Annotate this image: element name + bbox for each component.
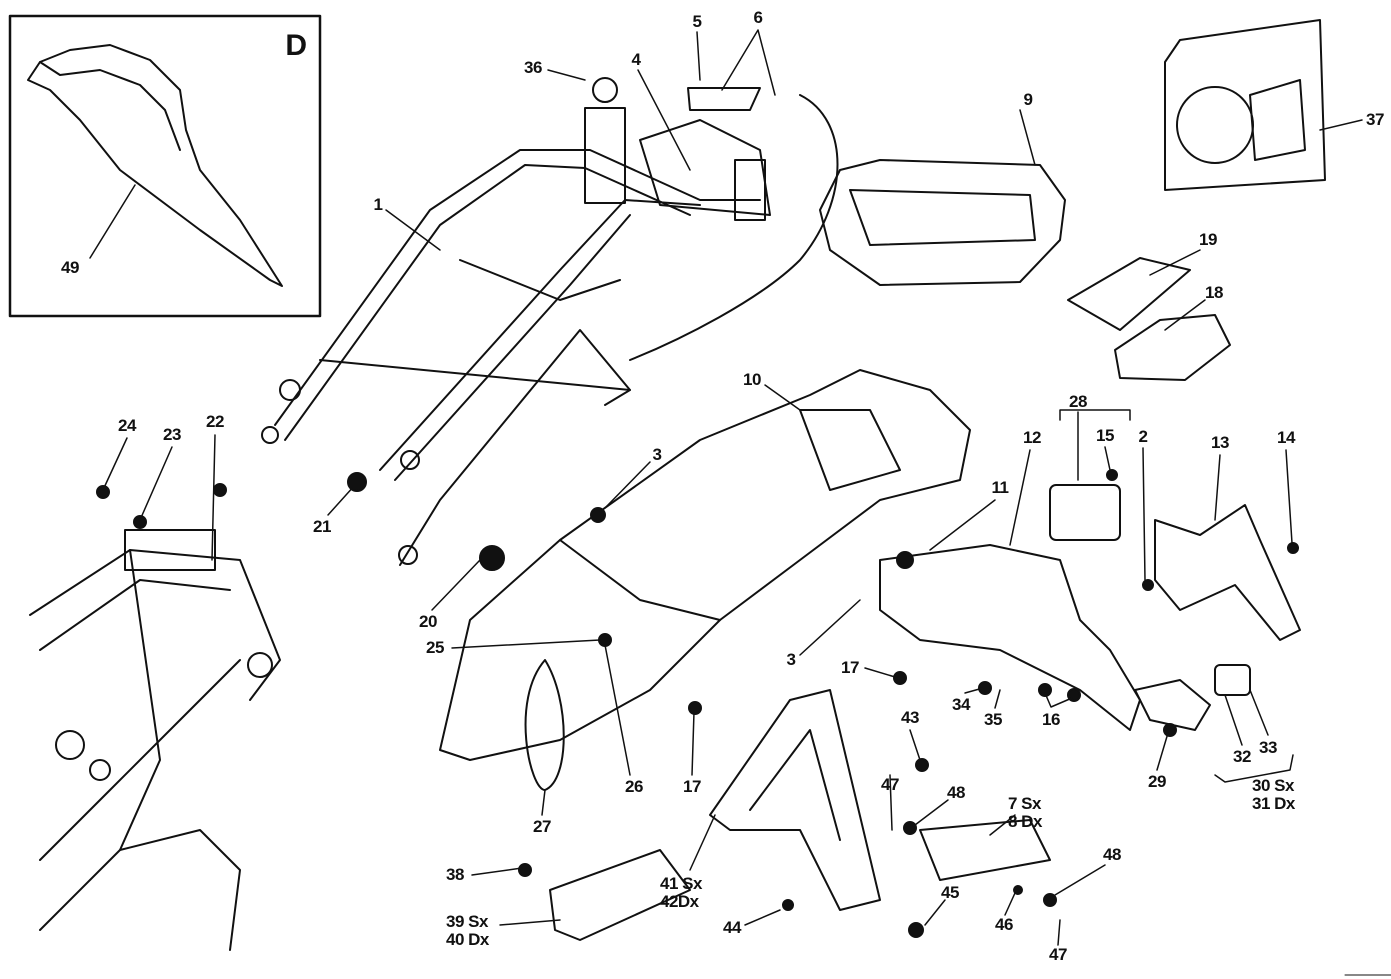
inset-frame [8, 14, 322, 318]
callout: 39 Sx [446, 912, 488, 931]
callout: 23 [163, 425, 181, 444]
callout: 11 [991, 478, 1009, 497]
callout: 7 Sx [1008, 794, 1041, 813]
callout: 17 [683, 777, 701, 796]
cable [629, 94, 839, 361]
callout: 42Dx [660, 892, 699, 911]
battery-tray [819, 159, 1066, 286]
callout: 22 [206, 412, 224, 431]
callout: 18 [1205, 283, 1223, 302]
callout: 32 [1233, 747, 1251, 766]
callout: 10 [743, 370, 761, 389]
callout: 1 [373, 195, 383, 214]
inset-letter: D [285, 29, 307, 62]
callout: 47 [1049, 945, 1067, 964]
callout: 33 [1259, 738, 1277, 757]
callout: 12 [1023, 428, 1041, 447]
rear-subframe [261, 107, 771, 566]
callout: 28 [1069, 392, 1087, 411]
callout: 3 [652, 445, 662, 464]
callout: 19 [1199, 230, 1217, 249]
callout: 30 Sx [1252, 776, 1294, 795]
callout: 35 [984, 710, 1002, 729]
callout: 44 [723, 918, 741, 937]
callout-49: 49 [61, 258, 79, 277]
callout: 48 [947, 783, 965, 802]
callout: 25 [426, 638, 444, 657]
callout: 36 [524, 58, 542, 77]
callout: 40 Dx [446, 930, 489, 949]
knob [592, 77, 618, 103]
callout: 27 [533, 817, 551, 836]
callout: 45 [941, 883, 959, 902]
callout: 16 [1042, 710, 1060, 729]
tool-pouch-part [1067, 257, 1191, 331]
callout: 6 [753, 8, 763, 27]
callout: 21 [313, 517, 331, 536]
callout: 15 [1096, 426, 1114, 445]
tail-cover-part [27, 44, 283, 287]
main-frame [29, 529, 281, 951]
lock-bracket [687, 87, 761, 111]
plate-bracket [1154, 504, 1301, 641]
callout: 43 [901, 708, 919, 727]
callout: 9 [1023, 90, 1033, 109]
callout: 4 [631, 50, 641, 69]
leader-lines [89, 29, 1363, 946]
callout: 5 [692, 12, 702, 31]
tool-kit-part [1114, 314, 1231, 381]
hardware [96, 469, 1299, 938]
document-case [1164, 19, 1326, 191]
callout: 41 Sx [660, 874, 702, 893]
callout: 34 [952, 695, 970, 714]
callout: 46 [995, 915, 1013, 934]
callout: 3 [786, 650, 796, 669]
callout: 29 [1148, 772, 1166, 791]
callout: 38 [446, 865, 464, 884]
light-box [1049, 484, 1121, 541]
callout: 20 [419, 612, 437, 631]
callout: 13 [1211, 433, 1229, 452]
callout: 2 [1138, 427, 1148, 446]
callout: 37 [1366, 110, 1384, 129]
plate-holder [879, 544, 1141, 731]
turn-signal [1134, 679, 1211, 731]
callout: 47 [881, 775, 899, 794]
callout: 31 Dx [1252, 794, 1295, 813]
callout: 8 Dx [1008, 812, 1042, 831]
footrest-bracket [549, 689, 1051, 941]
callout: 48 [1103, 845, 1121, 864]
strap [524, 659, 565, 791]
callout: 24 [118, 416, 136, 435]
callout: 17 [841, 658, 859, 677]
callout: 26 [625, 777, 643, 796]
callout: 14 [1277, 428, 1295, 447]
rear-undertray [439, 369, 971, 761]
